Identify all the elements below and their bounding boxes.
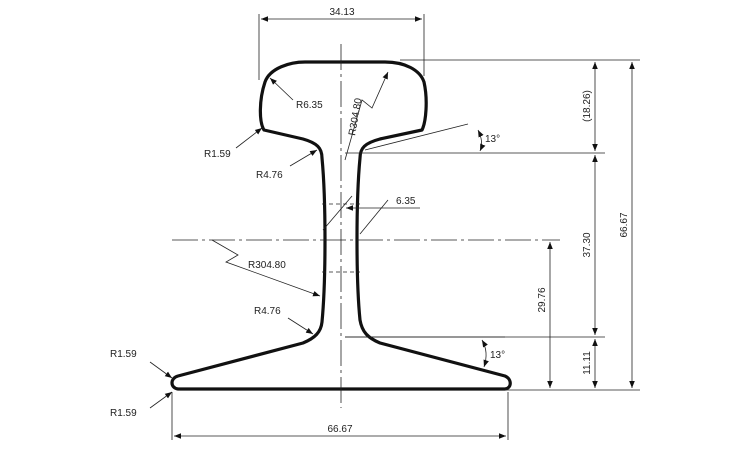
web-top-fillet-label: R4.76 [256, 170, 283, 181]
rail-profile-outline [170, 60, 512, 391]
head-crown-radius-leader [344, 71, 389, 161]
base-toe-top-label: R1.59 [110, 349, 137, 360]
web-bottom-fillet-leader [287, 317, 314, 335]
web-thickness-diag-left [322, 195, 353, 231]
base-depth-label: 11.11 [582, 351, 593, 375]
neutral-axis-label: 29.76 [537, 287, 548, 312]
head-angle-label: 13° [485, 134, 500, 145]
web-curve-radius-label: R304.80 [248, 260, 286, 271]
web-thickness-label: 6.35 [396, 196, 416, 207]
base-toe-top-leader [149, 361, 173, 379]
head-underside-radius-leader [235, 127, 263, 149]
web-top-fillet-leader [289, 149, 318, 167]
base-toe-bottom-label: R1.59 [110, 408, 137, 419]
web-thickness-diag-right [359, 199, 389, 235]
base-angle-label: 13° [490, 350, 505, 361]
head-width-label: 34.13 [329, 7, 354, 18]
head-angle-ref-line [364, 123, 469, 151]
head-crown-radius-label: R304.80 [347, 97, 364, 137]
base-width-label: 66.67 [327, 424, 352, 435]
web-curve-radius-leader [211, 239, 321, 297]
web-height-label: 37.30 [582, 232, 593, 257]
web-bottom-fillet-label: R4.76 [254, 306, 281, 317]
base-angle-arc [481, 339, 489, 368]
head-depth-label: (18.26) [582, 90, 593, 122]
base-toe-bottom-leader [149, 391, 173, 409]
head-corner-radius-leader [269, 77, 294, 101]
total-height-label: 66.67 [619, 212, 630, 237]
head-corner-radius-label: R6.35 [296, 100, 323, 111]
head-underside-radius-label: R1.59 [204, 149, 231, 160]
head-angle-arc [477, 129, 486, 152]
